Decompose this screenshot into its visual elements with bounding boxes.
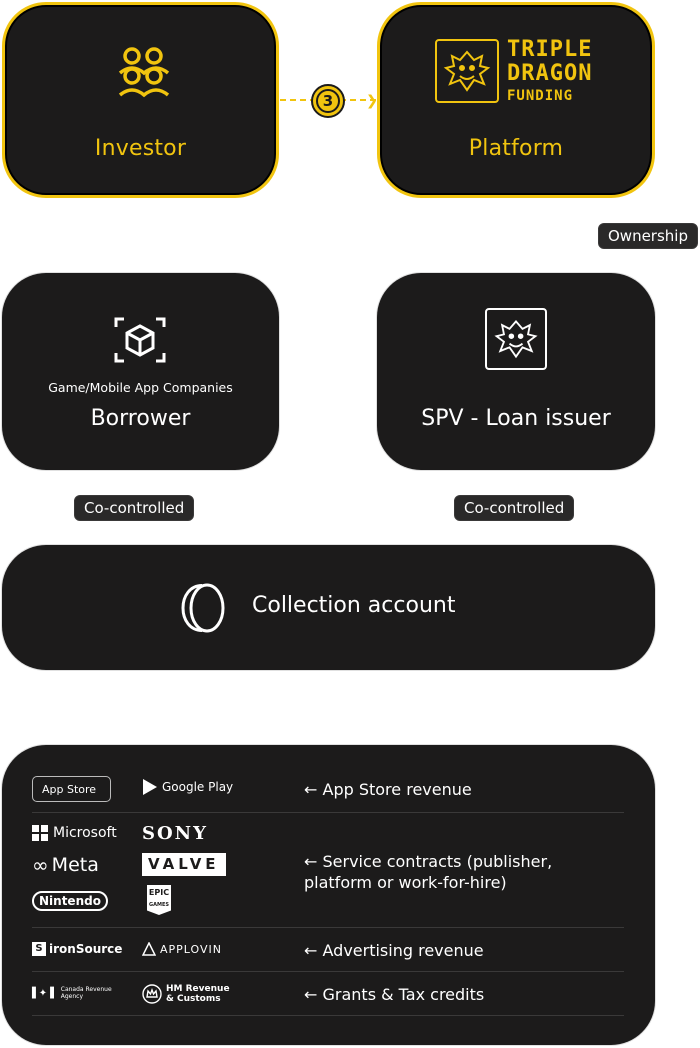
- canada-flag-icon: ▌✦▐: [32, 987, 54, 999]
- hmrc-line-1: HM Revenue: [166, 984, 230, 994]
- valve-logo: VALVE: [142, 853, 226, 876]
- crown-crest-icon: [142, 984, 162, 1004]
- logo-line-3: Funding: [507, 88, 574, 104]
- advertising-revenue-label: ← Advertising revenue: [304, 941, 484, 960]
- applovin-logo: APPLOVIN: [142, 942, 222, 956]
- windows-grid-icon: [32, 825, 48, 841]
- logo-line-2: Dragon: [507, 61, 593, 86]
- ironsource-text: ironSource: [49, 942, 123, 956]
- divider: [32, 971, 624, 972]
- applovin-text: APPLOVIN: [160, 942, 222, 956]
- cra-line-2: Agency: [60, 993, 84, 1000]
- microsoft-logo: Microsoft: [32, 825, 117, 841]
- hmrc-text: HM Revenue & Customs: [166, 984, 230, 1004]
- canada-revenue-agency-logo: ▌✦▐ Canada Revenue Agency: [32, 986, 112, 1000]
- microsoft-text: Microsoft: [53, 825, 117, 841]
- ironsource-mark-icon: S: [32, 942, 46, 956]
- co-controlled-tag-right: Co-controlled: [454, 495, 575, 521]
- step-number: 3: [316, 89, 340, 113]
- step-badge: 3: [311, 84, 345, 118]
- borrower-label: Borrower: [90, 406, 191, 431]
- triangle-a-icon: [142, 942, 156, 956]
- ownership-tag: Ownership: [598, 223, 698, 249]
- co-controlled-tag-left: Co-controlled: [74, 495, 195, 521]
- collection-account-node: Collection account: [2, 545, 655, 670]
- collection-account-label: Collection account: [252, 593, 456, 618]
- divider: [32, 927, 624, 928]
- service-contracts-label: ← Service contracts (publisher, platform…: [304, 852, 553, 892]
- epic-text: EPIC: [148, 888, 170, 897]
- dragon-logo-icon: [435, 39, 499, 103]
- sony-logo: SONY: [142, 823, 208, 844]
- ironsource-logo: S ironSource: [32, 942, 122, 956]
- users-group-icon: [118, 47, 170, 98]
- arrow-right-icon: ❯: [366, 93, 378, 109]
- nintendo-logo: Nintendo: [32, 891, 108, 911]
- grants-tax-credits-label: ← Grants & Tax credits: [304, 985, 485, 1004]
- investor-node: Investor: [2, 2, 279, 198]
- hmrc-line-2: & Customs: [166, 994, 221, 1004]
- app-store-text: App Store: [42, 782, 97, 796]
- cube-scan-icon: [114, 317, 166, 363]
- investor-label: Investor: [94, 136, 187, 161]
- platform-label: Platform: [468, 136, 564, 161]
- spv-label: SPV - Loan issuer: [421, 406, 611, 431]
- app-store-badge: App Store: [32, 776, 111, 802]
- divider: [32, 812, 624, 813]
- hmrc-logo: HM Revenue & Customs: [142, 984, 230, 1004]
- dragon-logo-icon: [485, 308, 547, 370]
- cra-text: Canada Revenue Agency: [61, 986, 112, 1000]
- games-text: GAMES: [149, 902, 169, 908]
- infinity-icon: ∞: [32, 853, 49, 877]
- epic-games-logo: EPIC GAMES: [147, 885, 171, 915]
- platform-node: Triple Dragon Funding Platform: [377, 2, 655, 198]
- cra-line-1: Canada Revenue: [60, 986, 112, 993]
- app-store-revenue-label: ← App Store revenue: [304, 780, 472, 799]
- coin-icon: [181, 583, 225, 633]
- platform-logo-text: Triple Dragon Funding: [507, 37, 593, 104]
- borrower-node: Game/Mobile App Companies Borrower: [2, 273, 279, 470]
- revenue-sources-panel: App Store Google Play ← App Store revenu…: [2, 745, 655, 1045]
- meta-logo: ∞ Meta: [32, 853, 99, 877]
- google-play-logo: Google Play: [142, 778, 233, 796]
- borrower-sublabel: Game/Mobile App Companies: [48, 380, 233, 395]
- divider: [32, 1015, 624, 1016]
- meta-text: Meta: [51, 854, 99, 876]
- logo-line-1: Triple: [507, 37, 593, 62]
- spv-node: SPV - Loan issuer: [377, 273, 655, 470]
- play-triangle-icon: [143, 779, 157, 795]
- google-play-text: Google Play: [162, 780, 234, 794]
